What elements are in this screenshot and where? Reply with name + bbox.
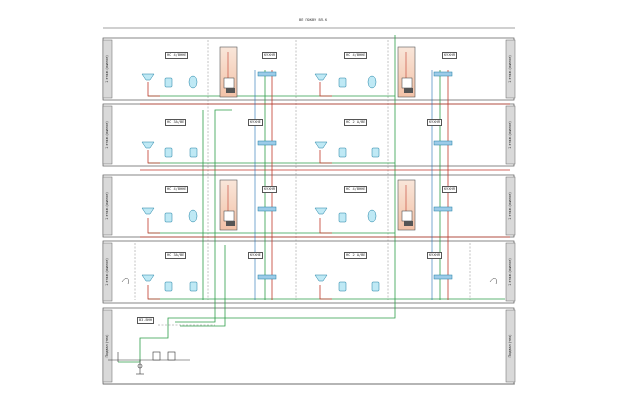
room-label: КУХНЯ xyxy=(262,186,277,193)
boiler-unit-1 xyxy=(219,46,238,98)
floor-band-5 xyxy=(102,307,515,385)
room-label: КУХНЯ xyxy=(427,252,442,259)
room-dividers xyxy=(134,40,471,326)
floor-side-label: 1 этаж (жилое) xyxy=(508,258,512,286)
sink-icon xyxy=(314,274,328,282)
return-pipes xyxy=(254,70,433,300)
kitchen-sink-icon xyxy=(257,206,277,212)
sink-icon xyxy=(141,207,155,215)
toilet-icon xyxy=(338,147,347,158)
toilet-icon xyxy=(367,75,377,89)
floor-side-label: 1 этаж (жилое) xyxy=(508,121,512,149)
kitchen-sink-icon xyxy=(433,274,453,280)
sink-icon xyxy=(141,73,155,81)
toilet-icon xyxy=(164,212,173,223)
toilet-icon xyxy=(164,77,173,88)
room-label: КУХНЕ xyxy=(248,252,263,259)
boiler-unit-3 xyxy=(219,179,238,231)
floor-side-label: Подвал (тех) xyxy=(508,334,512,358)
room-label: КУХНЕ xyxy=(248,119,263,126)
room-label: КУХНЯ xyxy=(427,119,442,126)
room-label: НС 4/ВННЕ xyxy=(344,52,368,59)
boilers xyxy=(219,46,416,231)
floor-side-label: 1 этаж (жилое) xyxy=(508,55,512,83)
toilet-icon xyxy=(189,281,198,292)
side-tabs xyxy=(102,39,516,383)
toilet-icon xyxy=(164,281,173,292)
room-label: НС 4/ВННЕ xyxy=(165,186,189,193)
floor-side-label: 1 этаж (жилое) xyxy=(105,192,109,220)
room-label: КУХНЯ xyxy=(442,52,457,59)
kitchen-sink-icon xyxy=(257,71,277,77)
sink-icon xyxy=(141,141,155,149)
toilet-icon xyxy=(367,209,377,223)
toilet-icon xyxy=(371,147,380,158)
toilet-icon xyxy=(188,75,198,89)
diagram-title: ВЛ ПОКВУ ВЛ.К xyxy=(299,18,328,22)
toilet-icon xyxy=(164,147,173,158)
room-label: КУХНЯ xyxy=(442,186,457,193)
floor-bands xyxy=(102,37,515,385)
kitchen-sink-icon xyxy=(433,71,453,77)
kitchen-sink-icon xyxy=(257,274,277,280)
toilet-icon xyxy=(338,212,347,223)
boiler-unit-4 xyxy=(397,179,416,231)
toilet-icon xyxy=(188,209,198,223)
tap-icon xyxy=(489,278,497,285)
floor-side-label: 1 этаж (жилое) xyxy=(105,258,109,286)
room-label: НС ЗА/ВЕ xyxy=(165,119,187,126)
floor-band-2 xyxy=(102,103,515,167)
room-label: НС ЗА/ВЕ xyxy=(165,252,187,259)
kitchen-sink-icon xyxy=(433,140,453,146)
floor-band-1 xyxy=(102,37,515,101)
floor-side-label: 1 этаж (жилое) xyxy=(508,192,512,220)
water-inlet-unit xyxy=(108,351,190,375)
fixtures xyxy=(121,71,497,292)
floor-band-4 xyxy=(102,240,515,304)
toilet-icon xyxy=(338,77,347,88)
floor-side-label: 1 этаж (жилое) xyxy=(105,121,109,149)
boiler-unit-2 xyxy=(397,46,416,98)
sink-icon xyxy=(141,274,155,282)
toilet-icon xyxy=(371,281,380,292)
room-label: КУХНЯ xyxy=(262,52,277,59)
sink-icon xyxy=(314,207,328,215)
sink-icon xyxy=(314,73,328,81)
floor-side-label: 1 этаж (жилое) xyxy=(105,55,109,83)
kitchen-sink-icon xyxy=(257,140,277,146)
cold-water-pipes xyxy=(118,35,505,363)
kitchen-sink-icon xyxy=(433,206,453,212)
tap-icon xyxy=(121,278,129,285)
toilet-icon xyxy=(189,147,198,158)
floor-side-label: Подвал (тех) xyxy=(105,334,109,358)
room-label: НС 2 А/ВЕ xyxy=(344,119,368,126)
hot-water-pipes xyxy=(140,70,510,300)
room-label: НС 4/ВННЕ xyxy=(165,52,189,59)
room-label: НС 4/ВННЕ xyxy=(344,186,368,193)
toilet-icon xyxy=(338,281,347,292)
room-label: ВЗ-ВНН xyxy=(137,317,154,324)
room-label: НС 2 А/ВЕ xyxy=(344,252,368,259)
sink-icon xyxy=(314,141,328,149)
floor-band-3 xyxy=(102,174,515,238)
